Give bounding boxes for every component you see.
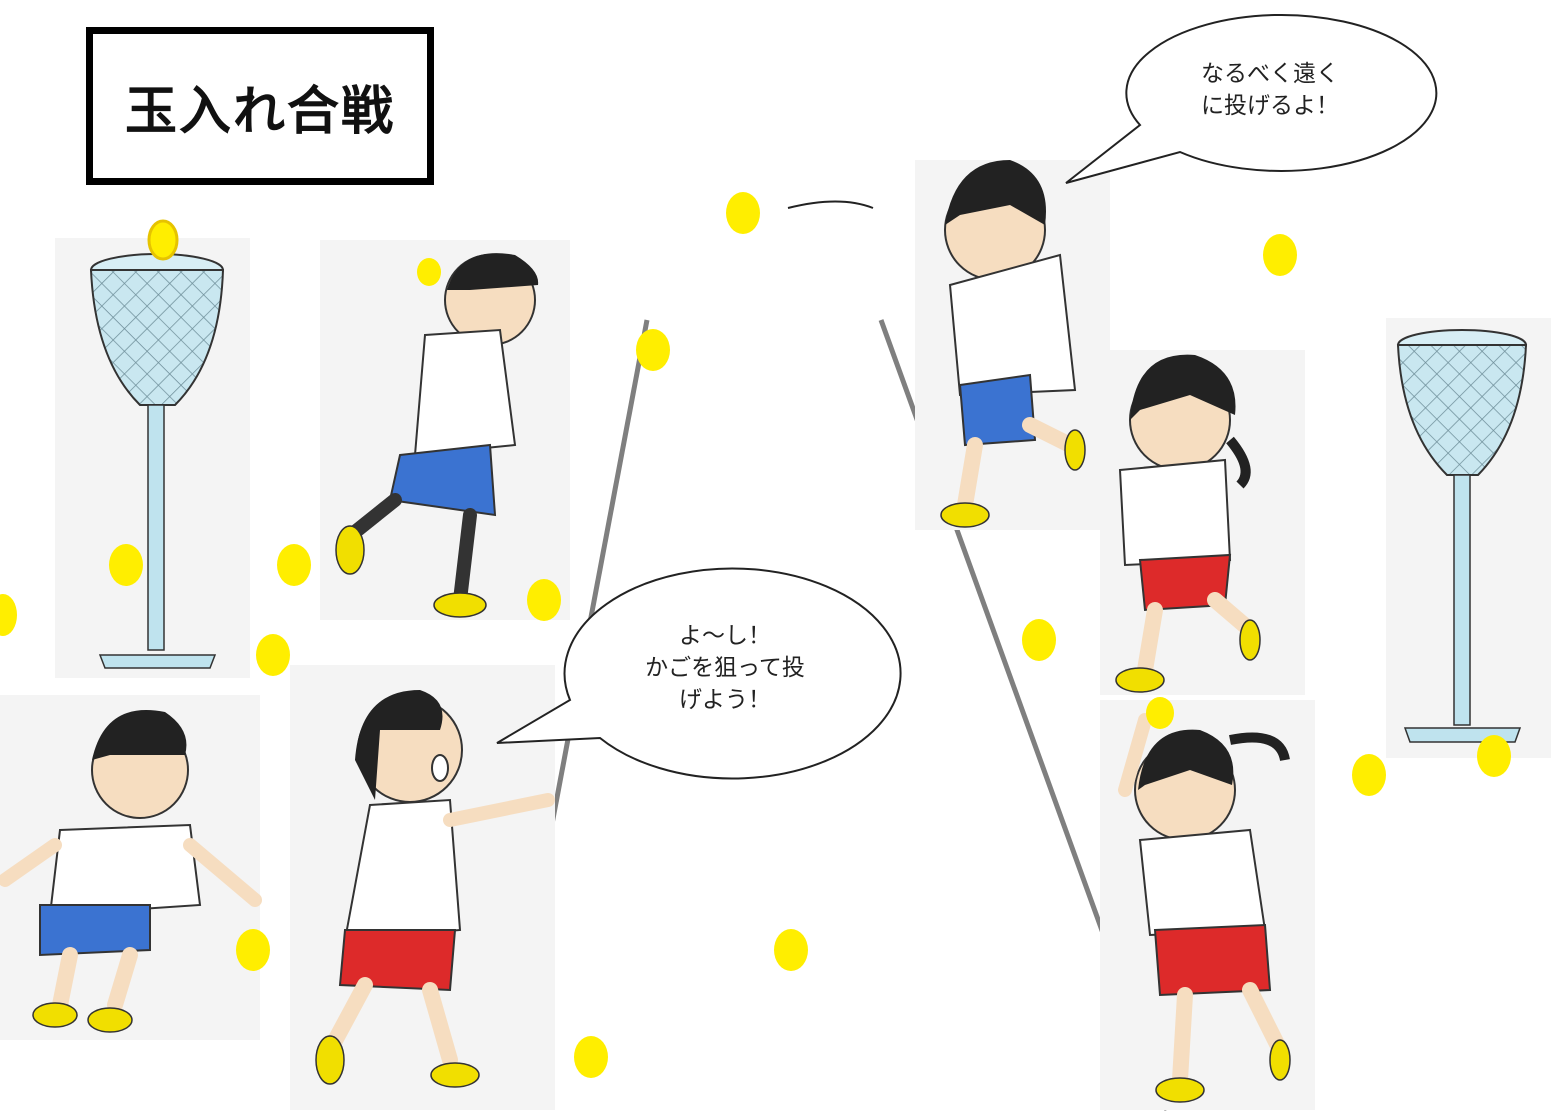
child-figure-icon xyxy=(915,160,1110,530)
ball-icon xyxy=(109,544,143,586)
ball-icon xyxy=(527,579,561,621)
page-title: 玉入れ合戦 xyxy=(124,81,395,142)
child-figure-icon xyxy=(0,695,262,1040)
ball-icon xyxy=(1352,754,1386,796)
speech-line: げよう！ xyxy=(679,687,771,713)
ball-icon xyxy=(236,929,270,971)
title-box: 玉入れ合戦 xyxy=(86,27,434,185)
ball-icon xyxy=(1022,619,1056,661)
ball-icon xyxy=(1146,697,1174,729)
ball-icon xyxy=(726,192,760,234)
speech-text-top-right: なるべく遠く に投げるよ！ xyxy=(1155,58,1385,122)
speech-line: に投げるよ！ xyxy=(1201,93,1339,119)
ball-icon xyxy=(0,594,17,636)
child-figure-icon xyxy=(320,240,570,620)
child-figure-icon xyxy=(1100,700,1315,1110)
speech-line: なるべく遠く xyxy=(1201,61,1339,87)
ball-icon xyxy=(256,634,290,676)
ball-icon xyxy=(774,929,808,971)
speech-line: よ〜し！ xyxy=(679,623,771,649)
ball-icon xyxy=(1263,234,1297,276)
speech-text-middle: よ〜し！ かごを狙って投 げよう！ xyxy=(600,620,850,716)
child-figure-icon xyxy=(1100,350,1305,695)
ball-icon xyxy=(277,544,311,586)
speech-bubble-icon xyxy=(496,567,902,780)
ball-icon xyxy=(574,1036,608,1078)
basket-pole-icon xyxy=(1386,318,1551,758)
ball-icon xyxy=(636,329,670,371)
throw-motion-line xyxy=(787,200,874,209)
ball-icon xyxy=(417,258,441,286)
ball-icon xyxy=(1477,735,1511,777)
ball-icon xyxy=(147,219,179,261)
speech-line: かごを狙って投 xyxy=(645,655,805,681)
speech-bubble-icon xyxy=(1065,13,1438,184)
basket-pole-icon xyxy=(55,238,250,678)
